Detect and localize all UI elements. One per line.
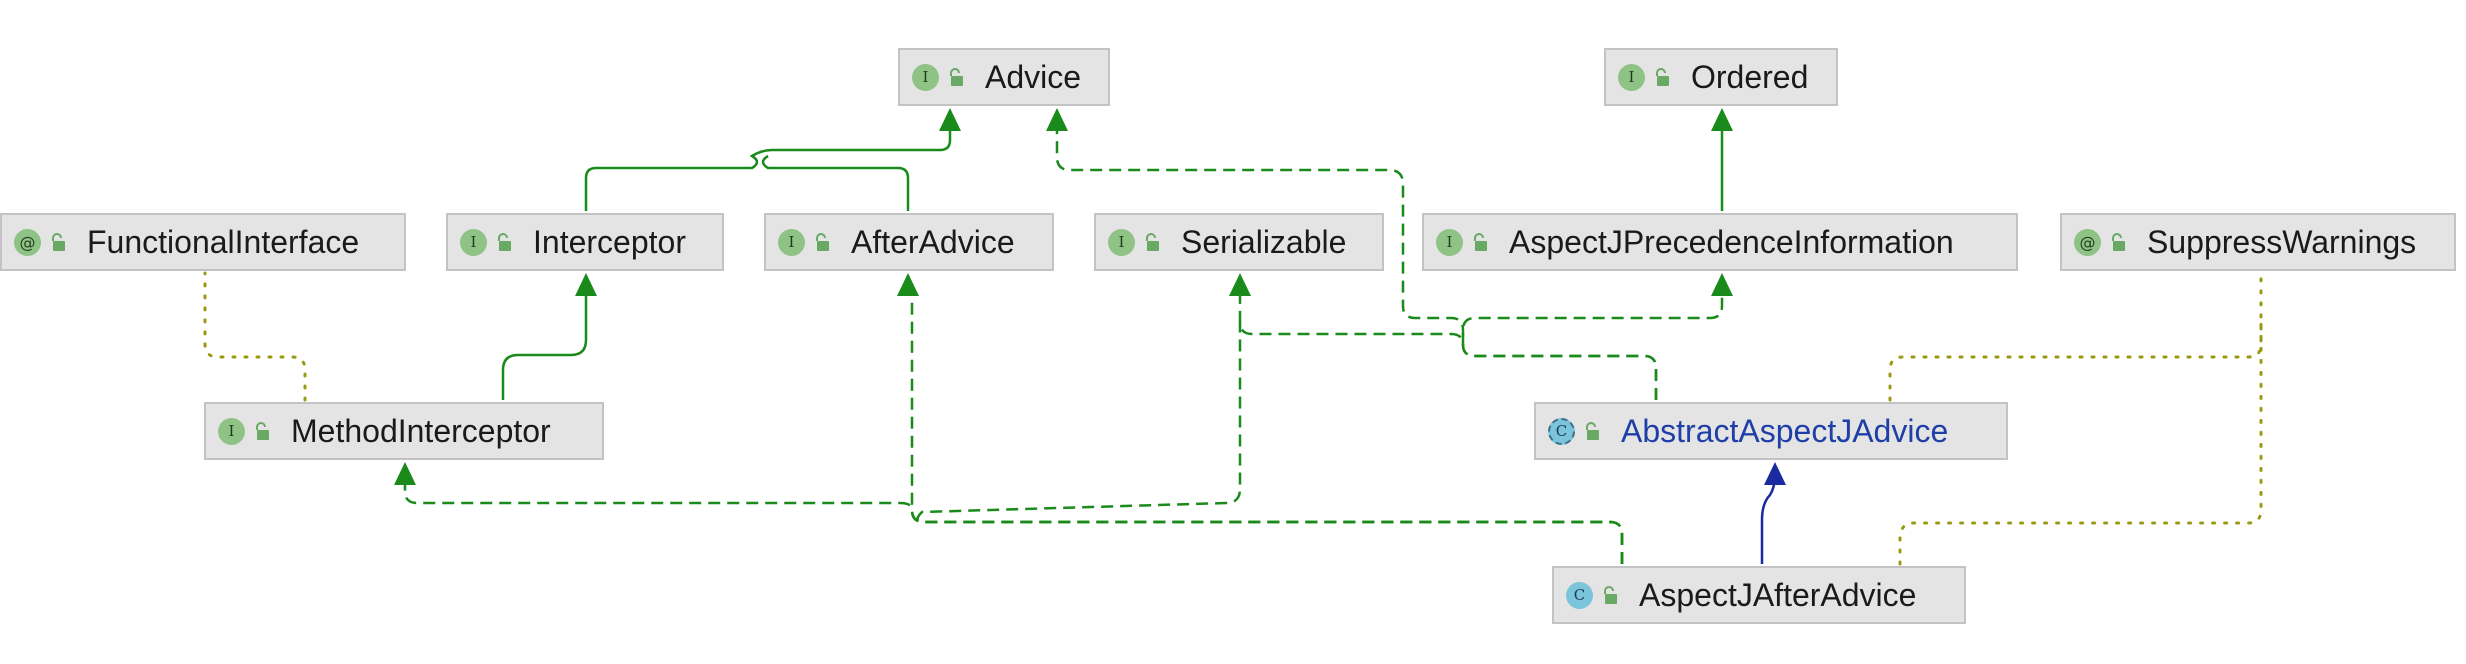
node-label: MethodInterceptor — [291, 412, 551, 449]
node-label: Serializable — [1181, 223, 1347, 260]
node-ordered[interactable]: I Ordered — [1604, 48, 1838, 106]
edge-abstractaspect-to-precedence — [1461, 283, 1724, 345]
public-visibility-icon — [1474, 233, 1487, 251]
edge-arrowhead-interceptor — [575, 273, 597, 296]
node-label: Advice — [985, 58, 1082, 95]
edge-interceptor-to-advice — [584, 118, 952, 211]
edge-arrowhead-abstractaspect — [1764, 462, 1786, 485]
edge-aspectafter-to-afteradvice — [910, 283, 1624, 564]
node-label: Ordered — [1691, 58, 1809, 95]
public-visibility-icon — [1586, 422, 1599, 440]
interface-icon: I — [912, 63, 939, 91]
interface-icon: I — [1436, 228, 1463, 256]
node-label: AbstractAspectJAdvice — [1621, 412, 1949, 449]
interface-icon: I — [1108, 228, 1135, 256]
interface-icon: I — [218, 417, 245, 445]
annotation-icon: @ — [2074, 228, 2101, 256]
public-visibility-icon — [498, 233, 511, 251]
abstract-class-icon: C — [1548, 417, 1575, 445]
edge-arrowhead-ordered — [1711, 108, 1733, 131]
interface-icon: I — [460, 228, 487, 256]
node-serializable[interactable]: I Serializable — [1094, 213, 1384, 271]
public-visibility-icon — [2112, 233, 2125, 251]
edge-methodinterceptor-to-interceptor — [501, 283, 588, 400]
node-label: AfterAdvice — [851, 223, 1015, 260]
public-visibility-icon — [256, 422, 269, 440]
node-functional-interface[interactable]: @ FunctionalInterface — [0, 213, 406, 271]
node-interceptor[interactable]: I Interceptor — [446, 213, 724, 271]
public-visibility-icon — [950, 68, 963, 86]
edge-aspectafter-to-suppress — [1898, 318, 2263, 566]
node-label: Interceptor — [533, 223, 686, 260]
node-after-advice[interactable]: I AfterAdvice — [764, 213, 1054, 271]
annotation-icon: @ — [14, 228, 41, 256]
edge-abstractaspect-to-suppress — [1888, 271, 2263, 402]
edge-abstractaspect-to-serializable — [1238, 283, 1658, 400]
edge-arrowhead-advice-solid — [939, 108, 961, 131]
edge-arrowhead-precedence — [1711, 273, 1733, 296]
public-visibility-icon — [1604, 586, 1617, 604]
edge-arrowhead-methodinterceptor — [394, 462, 416, 485]
node-label: SuppressWarnings — [2147, 223, 2417, 260]
node-method-interceptor[interactable]: I MethodInterceptor — [204, 402, 604, 460]
node-suppress-warnings[interactable]: @ SuppressWarnings — [2060, 213, 2456, 271]
class-icon: C — [1566, 581, 1593, 609]
public-visibility-icon — [1656, 68, 1669, 86]
edge-aspectafter-to-abstractaspect — [1760, 473, 1777, 564]
edge-arrowhead-afteradvice — [897, 273, 919, 296]
edge-arrowhead-advice-dashed — [1046, 108, 1068, 131]
node-advice[interactable]: I Advice — [898, 48, 1110, 106]
edge-aspectafter-to-serializable — [916, 322, 1624, 564]
public-visibility-icon — [1146, 233, 1159, 251]
edge-arrowhead-serializable — [1229, 273, 1251, 296]
node-aspectj-precedence-information[interactable]: I AspectJPrecedenceInformation — [1422, 213, 2018, 271]
node-abstract-aspectj-advice[interactable]: C AbstractAspectJAdvice — [1534, 402, 2008, 460]
node-label: AspectJPrecedenceInformation — [1509, 223, 1954, 260]
interface-icon: I — [1618, 63, 1645, 91]
edge-aspectafter-to-methodinterceptor — [403, 473, 1624, 564]
edge-afteradvice-to-advice — [761, 154, 910, 211]
public-visibility-icon — [816, 233, 829, 251]
node-label: FunctionalInterface — [87, 223, 360, 260]
edge-methodinterceptor-to-functional — [203, 271, 307, 402]
node-aspectj-after-advice[interactable]: C AspectJAfterAdvice — [1552, 566, 1966, 624]
public-visibility-icon — [52, 233, 65, 251]
node-label: AspectJAfterAdvice — [1639, 576, 1917, 613]
interface-icon: I — [778, 228, 805, 256]
